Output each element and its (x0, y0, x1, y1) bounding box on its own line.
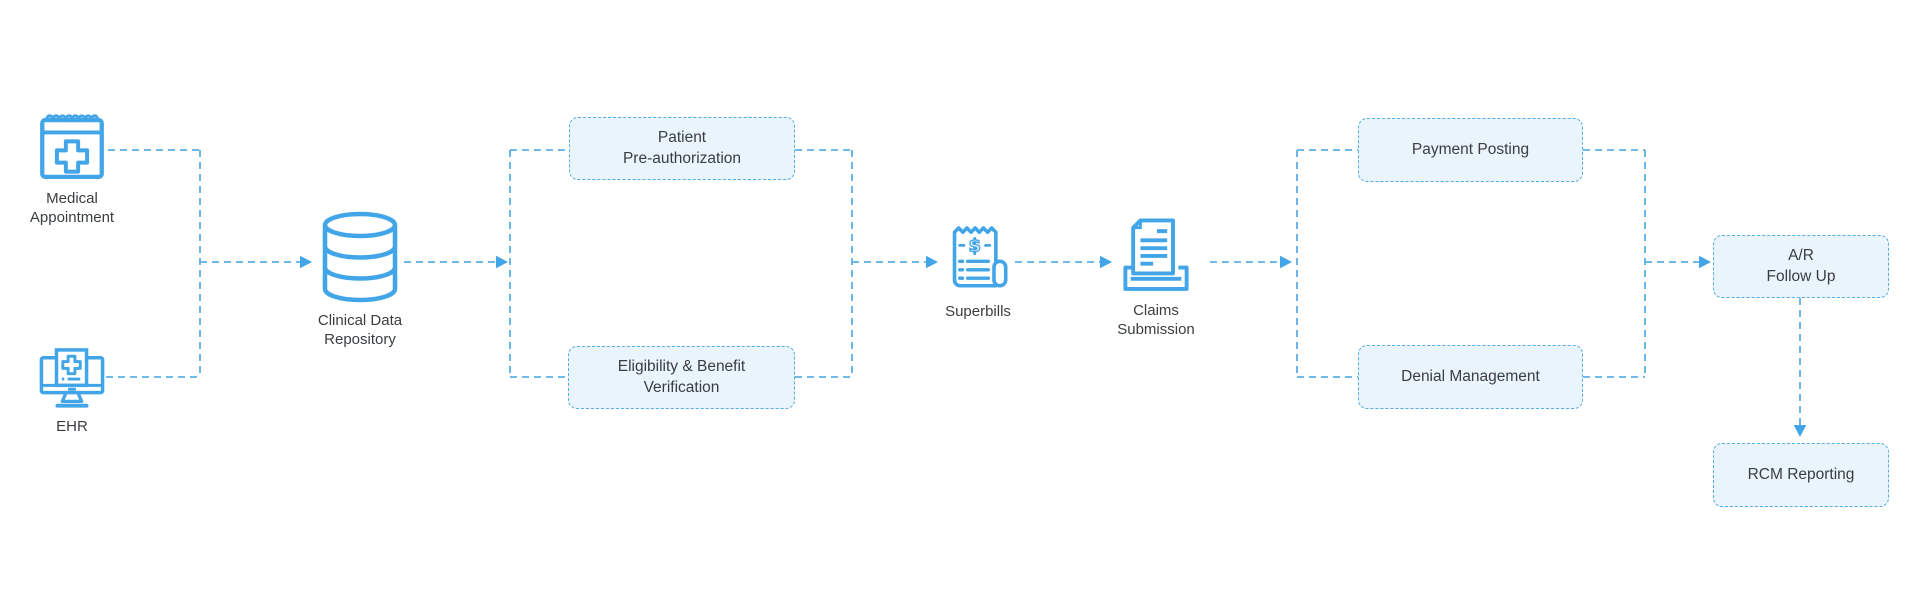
dashed-connectors (106, 149, 1801, 426)
arrowheads (300, 255, 1807, 437)
arrowhead-icon (1699, 255, 1711, 269)
medical-calendar-icon (40, 114, 104, 179)
box-eligibility-benefit-verification: Eligibility & Benefit Verification (568, 346, 795, 409)
arrowhead-icon (1793, 425, 1807, 437)
database-icon (322, 211, 398, 303)
node-claims-submission: Claims Submission (1101, 218, 1211, 339)
svg-text:$: $ (969, 235, 981, 256)
box-label-rcm-reporting: RCM Reporting (1747, 465, 1855, 483)
box-label-ar-follow-up: A/R Follow Up (1766, 247, 1836, 285)
node-label-medical-appointment: Medical Appointment (29, 189, 115, 226)
node-label-ehr: EHR (56, 418, 88, 436)
arrowhead-icon (926, 255, 938, 269)
node-medical-appointment: Medical Appointment (18, 106, 126, 227)
arrowhead-icon (300, 255, 312, 269)
box-label-payment-posting: Payment Posting (1411, 140, 1530, 158)
node-label-clinical-data-repository: Clinical Data Repository (317, 312, 403, 349)
node-label-superbills: Superbills (945, 303, 1011, 321)
box-ar-follow-up: A/R Follow Up (1713, 235, 1889, 298)
box-label-eligibility-benefit-verification: Eligibility & Benefit Verification (617, 358, 746, 396)
box-rcm-reporting: RCM Reporting (1713, 443, 1889, 507)
box-label-patient-preauthorization: Patient Pre-authorization (622, 129, 742, 167)
box-label-denial-management: Denial Management (1401, 367, 1540, 385)
arrowhead-icon (1280, 255, 1292, 269)
receipt-icon: $ (952, 226, 1008, 288)
node-label-claims-submission: Claims Submission (1117, 301, 1195, 339)
node-ehr: EHR (18, 348, 126, 436)
arrowhead-icon (496, 255, 508, 269)
ehr-monitor-icon (39, 348, 105, 408)
arrowhead-icon (1100, 255, 1112, 269)
node-superbills: $ Superbills (923, 220, 1033, 321)
node-clinical-data-repository: Clinical Data Repository (306, 210, 414, 349)
box-patient-preauthorization: Patient Pre-authorization (569, 117, 795, 180)
box-payment-posting: Payment Posting (1358, 118, 1583, 182)
box-denial-management: Denial Management (1358, 345, 1583, 409)
document-tray-icon (1123, 218, 1189, 291)
